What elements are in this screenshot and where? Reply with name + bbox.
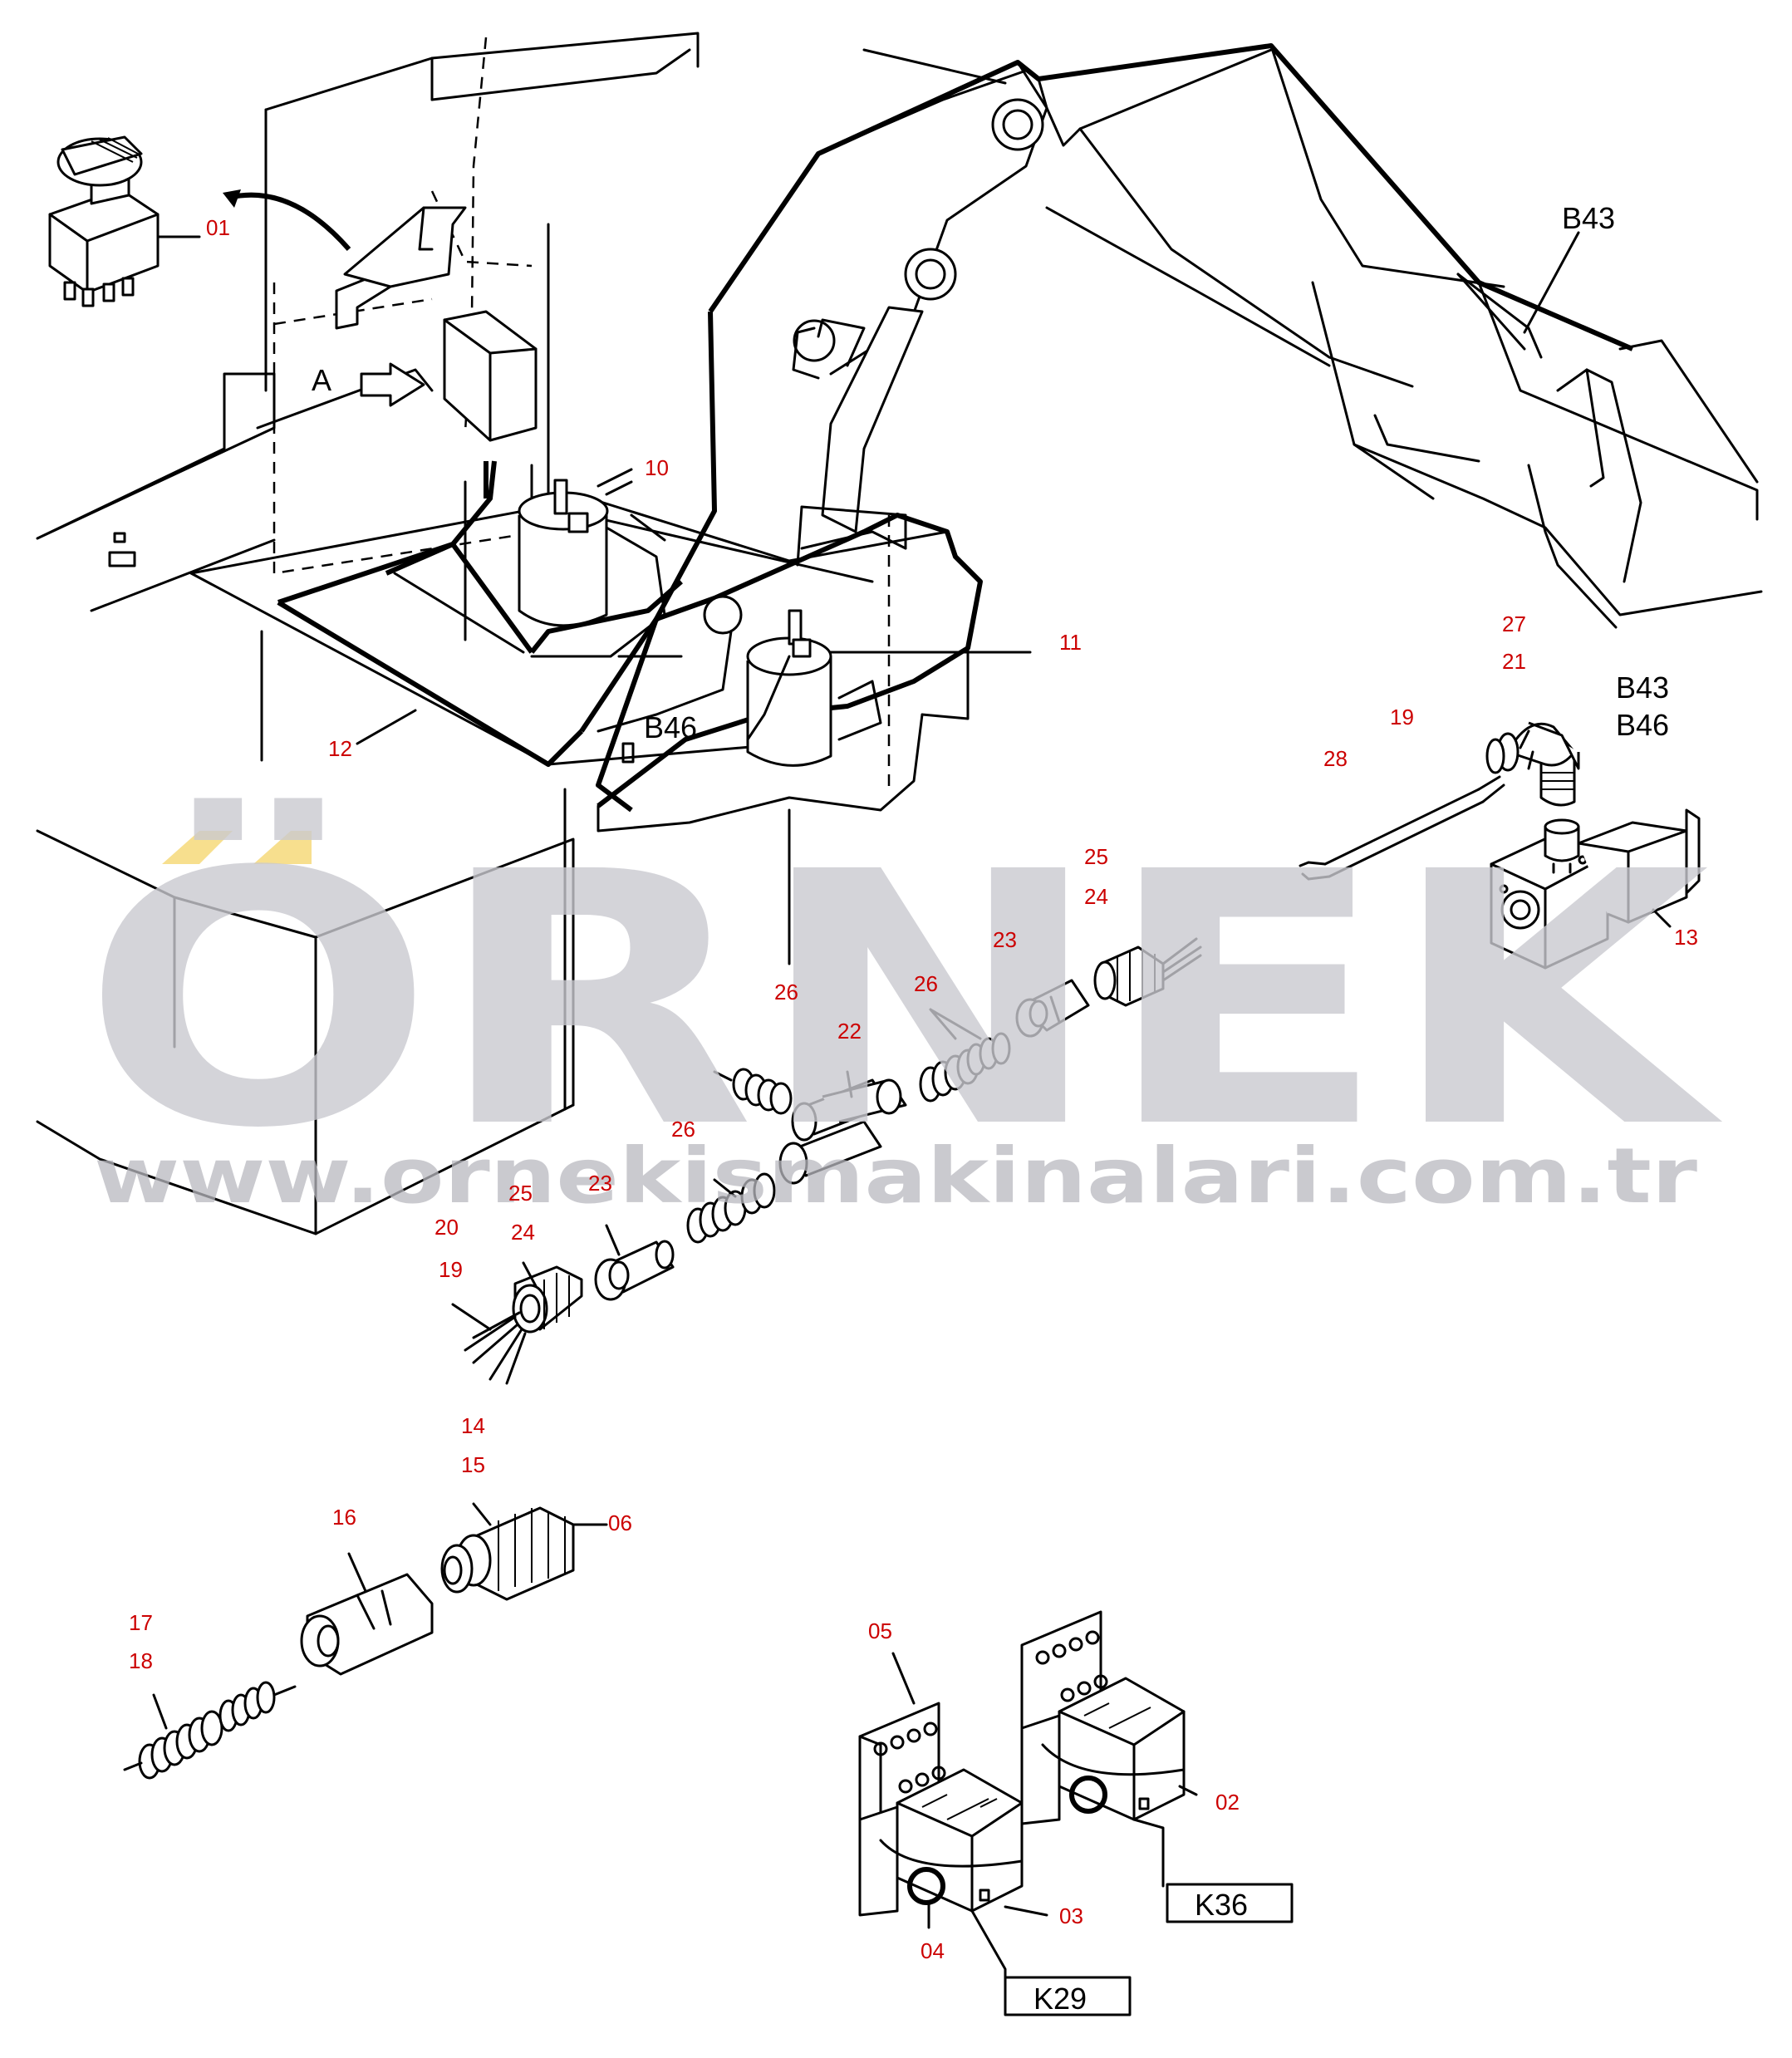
label-b46-mid: B46 [644, 710, 697, 744]
gland-06 [440, 1502, 608, 1601]
leader-b43 [1523, 231, 1580, 334]
relay-k36 [1020, 1610, 1198, 1888]
label-b43-top: B43 [1562, 201, 1615, 235]
callout-20: 20 [434, 1215, 459, 1240]
callout-10: 10 [645, 455, 669, 480]
callout-23-left: 23 [588, 1171, 612, 1196]
callout-12: 12 [328, 736, 352, 761]
callout-26-lower: 26 [671, 1117, 695, 1142]
callout-25-right: 25 [1084, 844, 1108, 869]
conduit-chain-upper [713, 937, 1202, 1185]
watermark: ÖRNEK www.ornekismakinalari.com.tr [81, 794, 1726, 1221]
label-view-a: A [312, 363, 331, 397]
corrugated-tube-17-18 [123, 1681, 297, 1780]
callout-06: 06 [608, 1510, 632, 1535]
corrugated-tube-26-mid [713, 1068, 793, 1115]
callout-16: 16 [332, 1505, 356, 1530]
callout-19-right: 19 [1390, 705, 1414, 729]
callout-21: 21 [1502, 649, 1526, 674]
coupler-16 [300, 1552, 434, 1676]
label-k29: K29 [1033, 1982, 1087, 2016]
elbow-connector [1485, 721, 1580, 807]
callout-04: 04 [921, 1938, 945, 1963]
watermark-accent-left [162, 831, 233, 864]
callout-15: 15 [461, 1452, 485, 1477]
watermark-url: www.ornekismakinalari.com.tr [94, 1132, 1698, 1221]
callout-27: 27 [1502, 612, 1526, 636]
solenoid-valve [1490, 808, 1701, 970]
label-k36: K36 [1195, 1888, 1248, 1922]
leader-12 [356, 709, 417, 745]
label-b43-right: B43 [1616, 670, 1669, 705]
arrow-right-outline-icon [360, 362, 425, 407]
corrugated-tube-26-right [919, 1032, 1011, 1103]
corrugated-tube-26-lower [686, 1172, 776, 1244]
callout-22: 22 [837, 1019, 862, 1044]
relay-k29 [858, 1652, 1048, 2012]
label-b46-right: B46 [1616, 708, 1669, 742]
label-box-k29 [1004, 1976, 1132, 2016]
cable [1299, 775, 1505, 881]
tee-connector [778, 1070, 907, 1185]
callout-18: 18 [129, 1648, 153, 1673]
callout-03: 03 [1059, 1903, 1083, 1928]
watermark-brand: ÖRNEK [81, 794, 1726, 1205]
watermark-accent-right [253, 831, 312, 864]
wire-harness [277, 460, 683, 767]
relay-can-11 [746, 609, 1032, 767]
callout-numbers: 01 10 11 12 27 21 19 28 13 25 24 23 26 2… [129, 215, 1698, 1963]
leader-10 [597, 468, 633, 488]
callout-02: 02 [1215, 1790, 1240, 1815]
callout-13: 13 [1674, 925, 1698, 950]
callout-24-right: 24 [1084, 884, 1108, 909]
callout-26-right: 26 [914, 971, 938, 996]
callout-26-mid: 26 [774, 980, 798, 1004]
callout-17: 17 [129, 1610, 153, 1635]
callout-24-left: 24 [511, 1220, 535, 1245]
rotary-switch [48, 135, 351, 307]
callout-25-left: 25 [508, 1181, 533, 1206]
relay-can-10 [518, 479, 666, 658]
callout-23-right: 23 [993, 927, 1017, 952]
callout-28: 28 [1323, 746, 1348, 771]
control-box [335, 206, 538, 442]
component-labels: A B43 B46 B43 B46 K29 K36 [312, 201, 1669, 2016]
callout-19-left: 19 [439, 1257, 463, 1282]
callout-01: 01 [206, 215, 230, 240]
callout-05: 05 [868, 1618, 892, 1643]
conduit-chain-lower [451, 1172, 776, 1385]
callout-11: 11 [1059, 630, 1082, 655]
label-box-k36 [1166, 1883, 1294, 1923]
callout-14: 14 [461, 1413, 485, 1438]
boom-assembly [596, 43, 1763, 813]
